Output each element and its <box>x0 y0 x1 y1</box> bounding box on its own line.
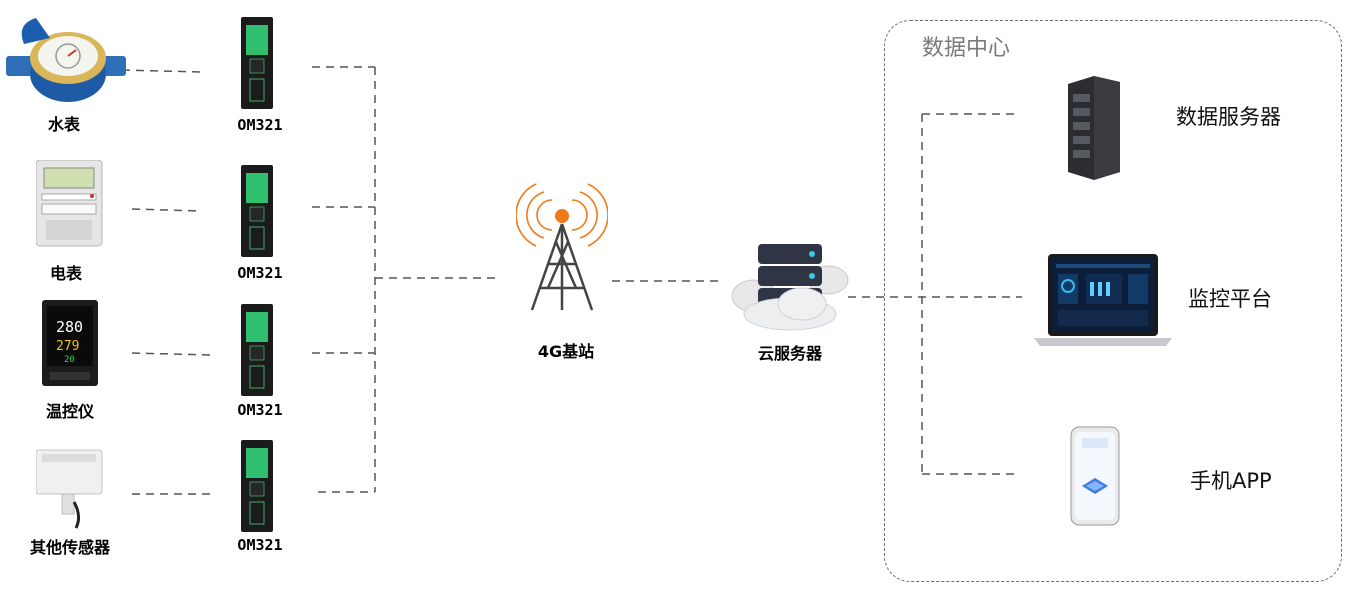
link-temp-controller <box>131 352 211 356</box>
sensor-label-other-sensor: 其他传感器 <box>29 538 111 557</box>
link-electric-meter <box>131 208 201 212</box>
gateway-label: OM321 <box>237 116 283 134</box>
gateway-label: OM321 <box>237 401 283 419</box>
controller-out-value: 20 <box>64 355 75 365</box>
data-center-frame <box>884 20 1342 582</box>
electric-meter-icon <box>36 160 103 247</box>
data-center-title: 数据中心 <box>922 36 1011 61</box>
sensor-label-water-meter: 水表 <box>47 115 81 134</box>
cloud-server-icon <box>731 244 849 331</box>
gateway-icon <box>241 440 273 532</box>
dc-label-data-server: 数据服务器 <box>1176 105 1281 129</box>
smartphone-icon <box>1070 426 1120 526</box>
gateway-icon <box>241 165 273 257</box>
base-station-label: 4G基站 <box>537 342 595 361</box>
controller-sv-value: 279 <box>56 339 79 354</box>
dc-label-monitoring-platform: 监控平台 <box>1188 287 1272 311</box>
cloud-label: 云服务器 <box>757 344 823 363</box>
controller-pv-value: 280 <box>56 318 83 336</box>
water-meter-icon <box>6 18 126 102</box>
link-water-meter <box>121 69 201 73</box>
server-rack-icon <box>1068 76 1120 180</box>
gateway-label: OM321 <box>237 264 283 282</box>
gateway-icon <box>241 17 273 109</box>
cell-tower-icon <box>516 183 608 311</box>
laptop-icon <box>1034 254 1172 346</box>
dc-label-mobile-app: 手机APP <box>1190 469 1272 493</box>
temperature-controller-icon: 280 279 20 <box>42 300 98 386</box>
sensor-box-icon <box>36 449 103 529</box>
sensor-label-temp-controller: 温控仪 <box>45 402 95 421</box>
gateway-icon <box>241 304 273 396</box>
sensor-label-electric-meter: 电表 <box>49 264 83 283</box>
gateway-label: OM321 <box>237 536 283 554</box>
